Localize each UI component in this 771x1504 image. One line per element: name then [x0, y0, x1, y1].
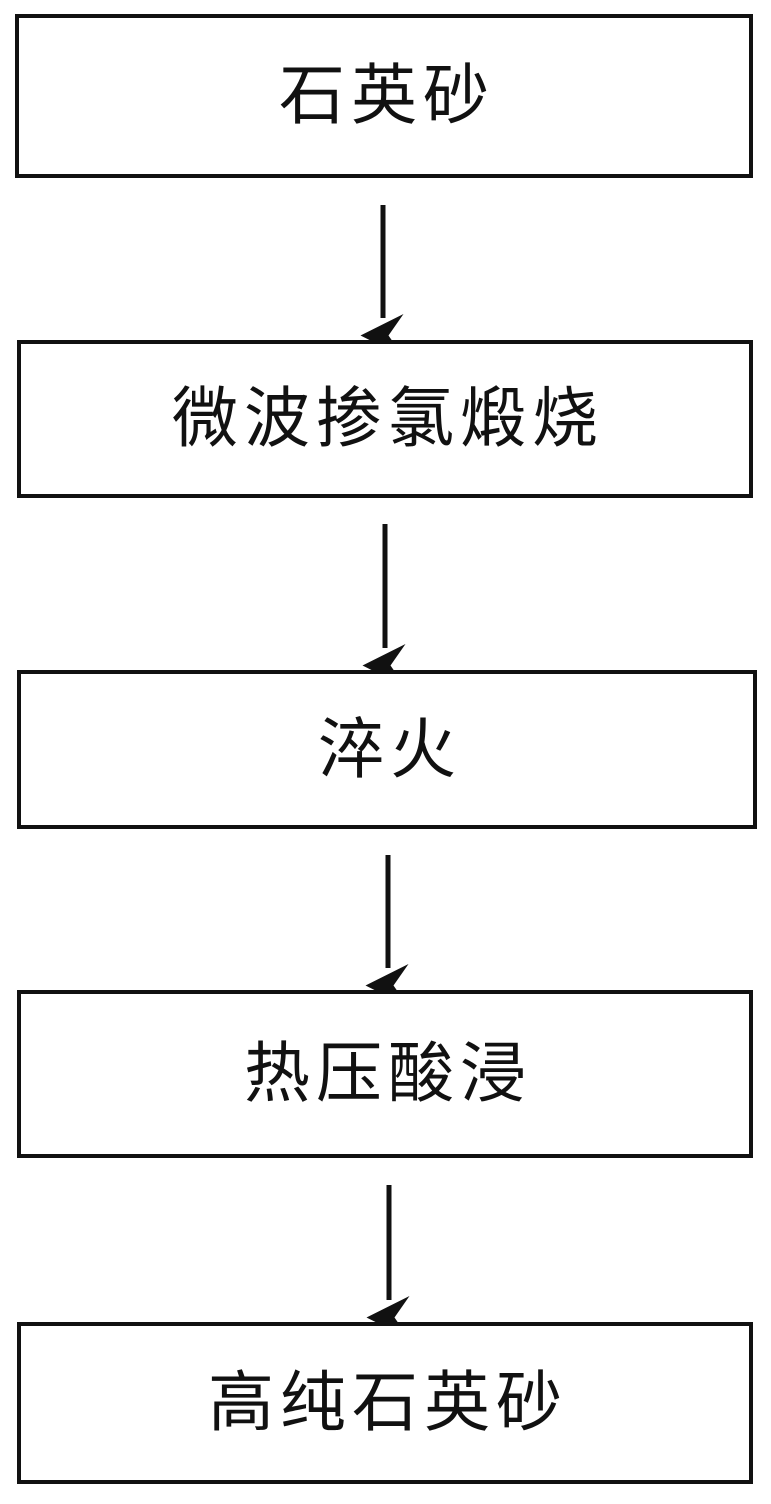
flowchart-node-quenching[interactable]: 淬火	[17, 670, 757, 829]
flowchart-node-label: 热压酸浸	[244, 1035, 532, 1112]
flowchart-node-microwave-chlorine-calcination[interactable]: 微波掺氯煅烧	[17, 340, 753, 498]
flowchart-node-label: 高纯石英砂	[208, 1364, 568, 1441]
flowchart-node-high-purity-quartz-sand[interactable]: 高纯石英砂	[17, 1322, 753, 1484]
flowchart-node-hot-pressure-acid-leaching[interactable]: 热压酸浸	[17, 990, 753, 1158]
flowchart-node-quartz-sand[interactable]: 石英砂	[15, 14, 753, 178]
flowchart-node-label: 淬火	[318, 710, 462, 788]
flowchart-node-label: 微波掺氯煅烧	[172, 380, 604, 457]
flowchart-node-label: 石英砂	[279, 57, 495, 134]
